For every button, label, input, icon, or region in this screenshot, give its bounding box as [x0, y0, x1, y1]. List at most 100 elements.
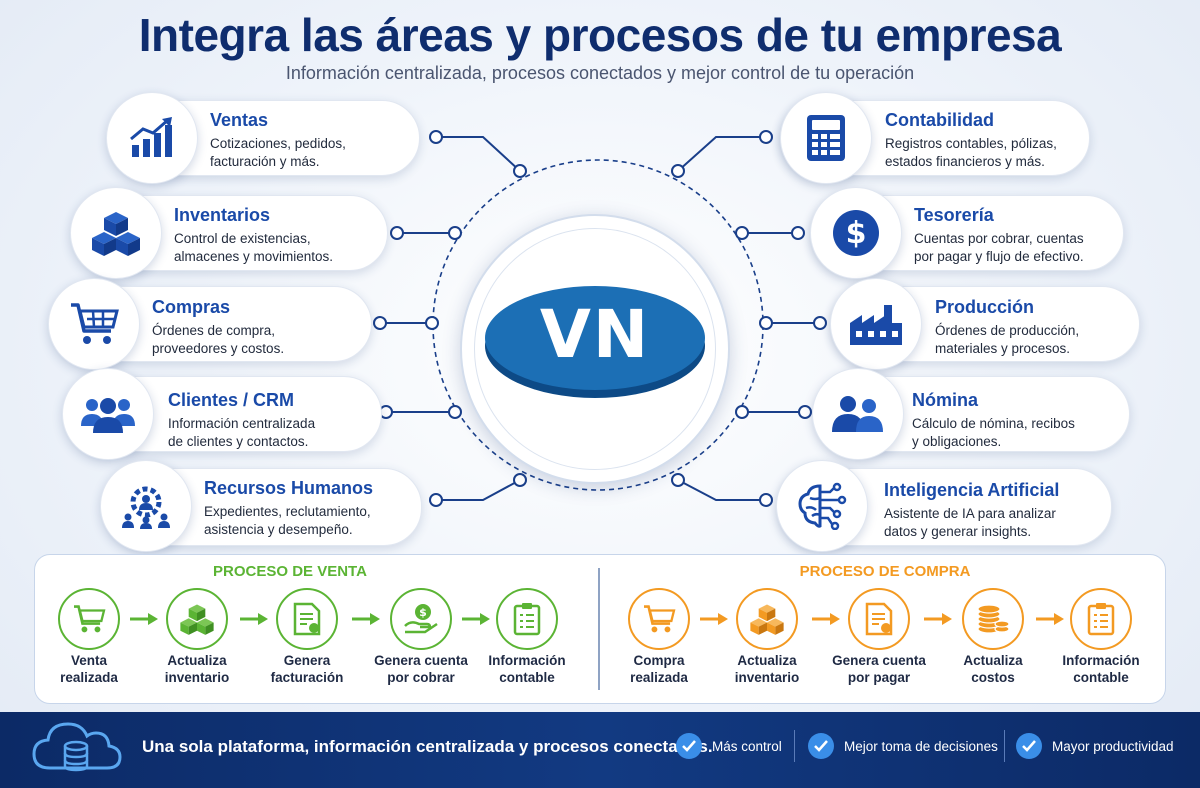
sale-arrow-2: [240, 613, 268, 625]
calculator-icon: [807, 115, 845, 161]
module-desc-recursos-humanos-2: asistencia y desempeño.: [204, 522, 353, 537]
module-icon-recursos-humanos: [100, 460, 192, 552]
page-title: Integra las áreas y procesos de tu empre…: [138, 9, 1062, 61]
footer-slogan: Una sola plataforma, información central…: [142, 737, 713, 756]
hand-coin-icon: $: [404, 604, 438, 634]
cart-icon: [644, 605, 676, 633]
process-purchase-title: PROCESO DE COMPRA: [799, 563, 971, 580]
purchase-step-4: [962, 588, 1024, 650]
purchase-arrow-3: [924, 613, 952, 625]
purchase-step-3: [848, 588, 910, 650]
process-divider: [598, 568, 600, 690]
dollar-coin-icon: $: [833, 210, 879, 256]
feature-separator: [794, 730, 795, 762]
module-title-compras: Compras: [152, 297, 231, 317]
module-desc-inteligencia-artificial-1: Asistente de IA para analizar: [884, 506, 1056, 521]
module-title-tesoreria: Tesorería: [914, 205, 994, 225]
shopping-cart-icon: [71, 303, 119, 344]
check-icon: [1016, 733, 1042, 759]
module-desc-produccion-2: materiales y procesos.: [935, 341, 1071, 356]
feature-separator: [1004, 730, 1005, 762]
boxes-icon: [180, 604, 214, 635]
users-group-icon: [81, 398, 135, 433]
module-desc-nomina-2: y obligaciones.: [912, 434, 1002, 449]
ai-brain-icon: [798, 482, 847, 530]
process-sale-title: PROCESO DE VENTA: [213, 563, 367, 580]
sale-arrow-3: [352, 613, 380, 625]
invoice-icon: [865, 602, 893, 636]
module-desc-ventas-1: Cotizaciones, pedidos,: [210, 136, 346, 151]
module-title-clientes-crm: Clientes / CRM: [168, 390, 295, 410]
sale-arrow-4: [462, 613, 490, 625]
module-desc-compras-1: Órdenes de compra,: [152, 323, 276, 338]
module-desc-tesoreria-1: Cuentas por cobrar, cuentas: [914, 231, 1084, 246]
boxes-icon: [750, 604, 784, 635]
footer-banner: [0, 712, 1200, 788]
module-icon-nomina: [812, 368, 904, 460]
module-icon-inteligencia-artificial: [776, 460, 868, 552]
invoice-icon: [293, 602, 321, 636]
hr-gear-icon: [122, 486, 170, 529]
feature-mas-control: Más control: [676, 732, 782, 760]
module-desc-contabilidad-2: estados financieros y más.: [885, 154, 1045, 169]
sale-step-3: [276, 588, 338, 650]
module-desc-inteligencia-artificial-2: datos y generar insights.: [884, 524, 1032, 539]
sale-step-2: [166, 588, 228, 650]
module-icon-tesoreria: $: [810, 187, 902, 279]
center-hub-ring: [474, 228, 716, 470]
purchase-arrow-1: [700, 613, 728, 625]
coins-stack-icon: [977, 604, 1010, 634]
module-title-nomina: Nómina: [912, 390, 979, 410]
svg-text:$: $: [846, 216, 867, 251]
two-users-icon: [832, 396, 883, 432]
module-icon-produccion: [830, 278, 922, 370]
sale-step-4: $: [390, 588, 452, 650]
boxes-icon: [92, 212, 140, 256]
module-desc-produccion-1: Órdenes de producción,: [935, 323, 1080, 338]
module-icon-inventarios: [70, 187, 162, 279]
chart-growth-icon: [130, 117, 172, 157]
module-title-produccion: Producción: [935, 297, 1035, 317]
feature-mejor-toma-de-decisiones: Mejor toma de decisiones: [808, 732, 998, 760]
module-title-recursos-humanos: Recursos Humanos: [204, 478, 374, 498]
module-desc-compras-2: proveedores y costos.: [152, 341, 285, 356]
clipboard-icon: [1087, 603, 1115, 636]
purchase-step-1: [628, 588, 690, 650]
sale-step-5: [496, 588, 558, 650]
module-desc-clientes-crm-1: Información centralizada: [168, 416, 316, 431]
factory-icon: [850, 305, 902, 345]
module-icon-ventas: [106, 92, 198, 184]
module-desc-ventas-2: facturación y más.: [210, 154, 320, 169]
purchase-step-5: [1070, 588, 1132, 650]
module-desc-tesoreria-2: por pagar y flujo de efectivo.: [914, 249, 1084, 264]
sale-step-1: [58, 588, 120, 650]
feature-label: Más control: [712, 738, 782, 754]
module-title-inventarios: Inventarios: [174, 205, 271, 225]
check-icon: [676, 733, 702, 759]
module-icon-compras: [48, 278, 140, 370]
purchase-arrow-2: [812, 613, 840, 625]
feature-label: Mayor productividad: [1052, 738, 1174, 754]
purchase-step-2: [736, 588, 798, 650]
page-subtitle: Información centralizada, procesos conec…: [285, 63, 915, 83]
module-icon-contabilidad: [780, 92, 872, 184]
module-desc-clientes-crm-2: de clientes y contactos.: [168, 434, 309, 449]
module-desc-nomina-1: Cálculo de nómina, recibos: [912, 416, 1075, 431]
logo-ellipse: [485, 286, 705, 398]
sale-arrow-1: [130, 613, 158, 625]
clipboard-icon: [513, 603, 541, 636]
module-desc-contabilidad-1: Registros contables, pólizas,: [885, 136, 1057, 151]
feature-mayor-productividad: Mayor productividad: [1016, 732, 1174, 760]
purchase-arrow-4: [1036, 613, 1064, 625]
module-desc-inventarios-1: Control de existencias,: [174, 231, 311, 246]
cart-icon: [74, 605, 106, 633]
